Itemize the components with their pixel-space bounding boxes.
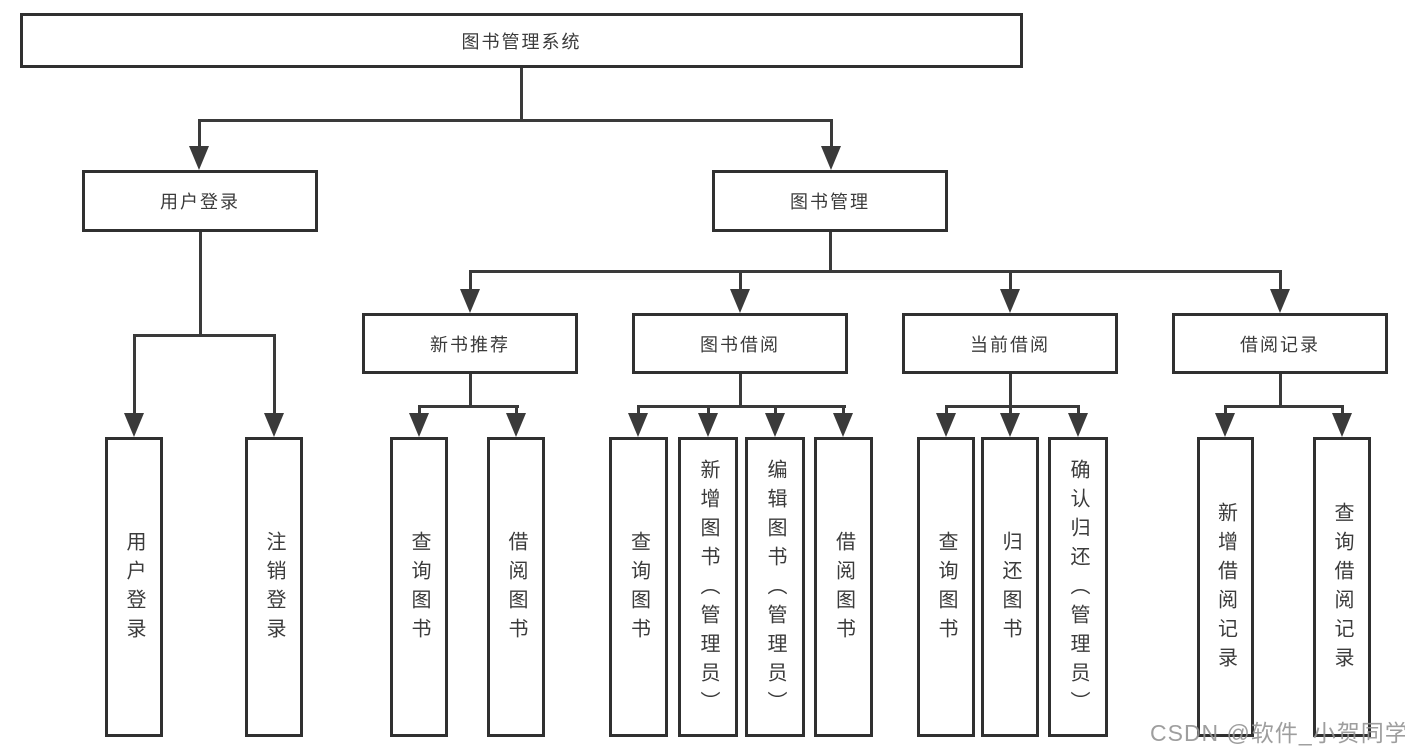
connector-drop [1341, 407, 1344, 414]
node-borrow-records: 借阅记录 [1172, 313, 1388, 374]
connector-drop-leaf-logout [273, 336, 276, 413]
connector-drop [418, 407, 421, 414]
leaf-query-book-2: 查询图书 [609, 437, 668, 737]
connector-newbook-bus [418, 405, 519, 408]
connector-records-stub [1279, 374, 1282, 407]
arrow-down-icon [124, 413, 144, 437]
leaf-query-book-1: 查询图书 [390, 437, 448, 737]
connector-records-bus [1224, 405, 1344, 408]
connector-drop [842, 407, 845, 414]
node-new-book-recommend: 新书推荐 [362, 313, 578, 374]
connector-currentborrow-stub [1009, 374, 1012, 407]
leaf-return-book: 归还图书 [981, 437, 1039, 737]
arrow-down-icon [765, 413, 785, 437]
connector-drop [515, 407, 518, 414]
connector-bookmgmt-stub [829, 232, 832, 272]
leaf-borrow-book-2: 借阅图书 [814, 437, 873, 737]
leaf-query-borrow-record: 查询借阅记录 [1313, 437, 1371, 737]
node-root: 图书管理系统 [20, 13, 1023, 68]
node-book-borrow: 图书借阅 [632, 313, 848, 374]
arrow-down-icon [1000, 289, 1020, 313]
node-current-borrow: 当前借阅 [902, 313, 1118, 374]
arrow-down-icon [1000, 413, 1020, 437]
arrow-down-icon [730, 289, 750, 313]
leaf-user-login: 用户登录 [105, 437, 163, 737]
connector-drop [1224, 407, 1227, 414]
connector-drop [774, 407, 777, 414]
connector-level3-bus [469, 270, 1282, 273]
arrow-down-icon [506, 413, 526, 437]
connector-userlogin-bus [133, 334, 276, 337]
arrow-down-icon [821, 146, 841, 170]
connector-drop-user-login [198, 121, 201, 146]
arrow-down-icon [833, 413, 853, 437]
connector-drop-book-mgmt [830, 121, 833, 146]
leaf-logout: 注销登录 [245, 437, 303, 737]
connector-bookborrow-stub [739, 374, 742, 407]
connector-drop-currentborrow [1009, 272, 1012, 289]
connector-root-stub [520, 68, 523, 122]
leaf-add-book-admin: 新增图书（管理员） [678, 437, 738, 737]
node-user-login: 用户登录 [82, 170, 318, 232]
connector-drop-leaf-login [133, 336, 136, 413]
connector-userlogin-stub [199, 232, 202, 336]
leaf-confirm-return-admin: 确认归还（管理员） [1048, 437, 1108, 737]
arrow-down-icon [460, 289, 480, 313]
connector-currentborrow-bus [945, 405, 1080, 408]
connector-drop-bookborrow [739, 272, 742, 289]
node-book-management: 图书管理 [712, 170, 948, 232]
connector-drop [707, 407, 710, 414]
connector-drop [1009, 407, 1012, 414]
arrow-down-icon [628, 413, 648, 437]
connector-drop [945, 407, 948, 414]
connector-drop [1077, 407, 1080, 414]
arrow-down-icon [1215, 413, 1235, 437]
connector-bookborrow-bus [637, 405, 846, 408]
connector-level2-bus [198, 119, 833, 122]
connector-drop [637, 407, 640, 414]
watermark: CSDN @软件_小贺同学 [1150, 720, 1405, 746]
arrow-down-icon [264, 413, 284, 437]
leaf-query-book-3: 查询图书 [917, 437, 975, 737]
arrow-down-icon [936, 413, 956, 437]
arrow-down-icon [1332, 413, 1352, 437]
arrow-down-icon [698, 413, 718, 437]
connector-newbook-stub [469, 374, 472, 407]
arrow-down-icon [1270, 289, 1290, 313]
connector-drop-newbook [469, 272, 472, 289]
arrow-down-icon [189, 146, 209, 170]
leaf-borrow-book-1: 借阅图书 [487, 437, 545, 737]
arrow-down-icon [409, 413, 429, 437]
leaf-edit-book-admin: 编辑图书（管理员） [745, 437, 805, 737]
arrow-down-icon [1068, 413, 1088, 437]
connector-drop-records [1279, 272, 1282, 289]
leaf-add-borrow-record: 新增借阅记录 [1197, 437, 1254, 737]
